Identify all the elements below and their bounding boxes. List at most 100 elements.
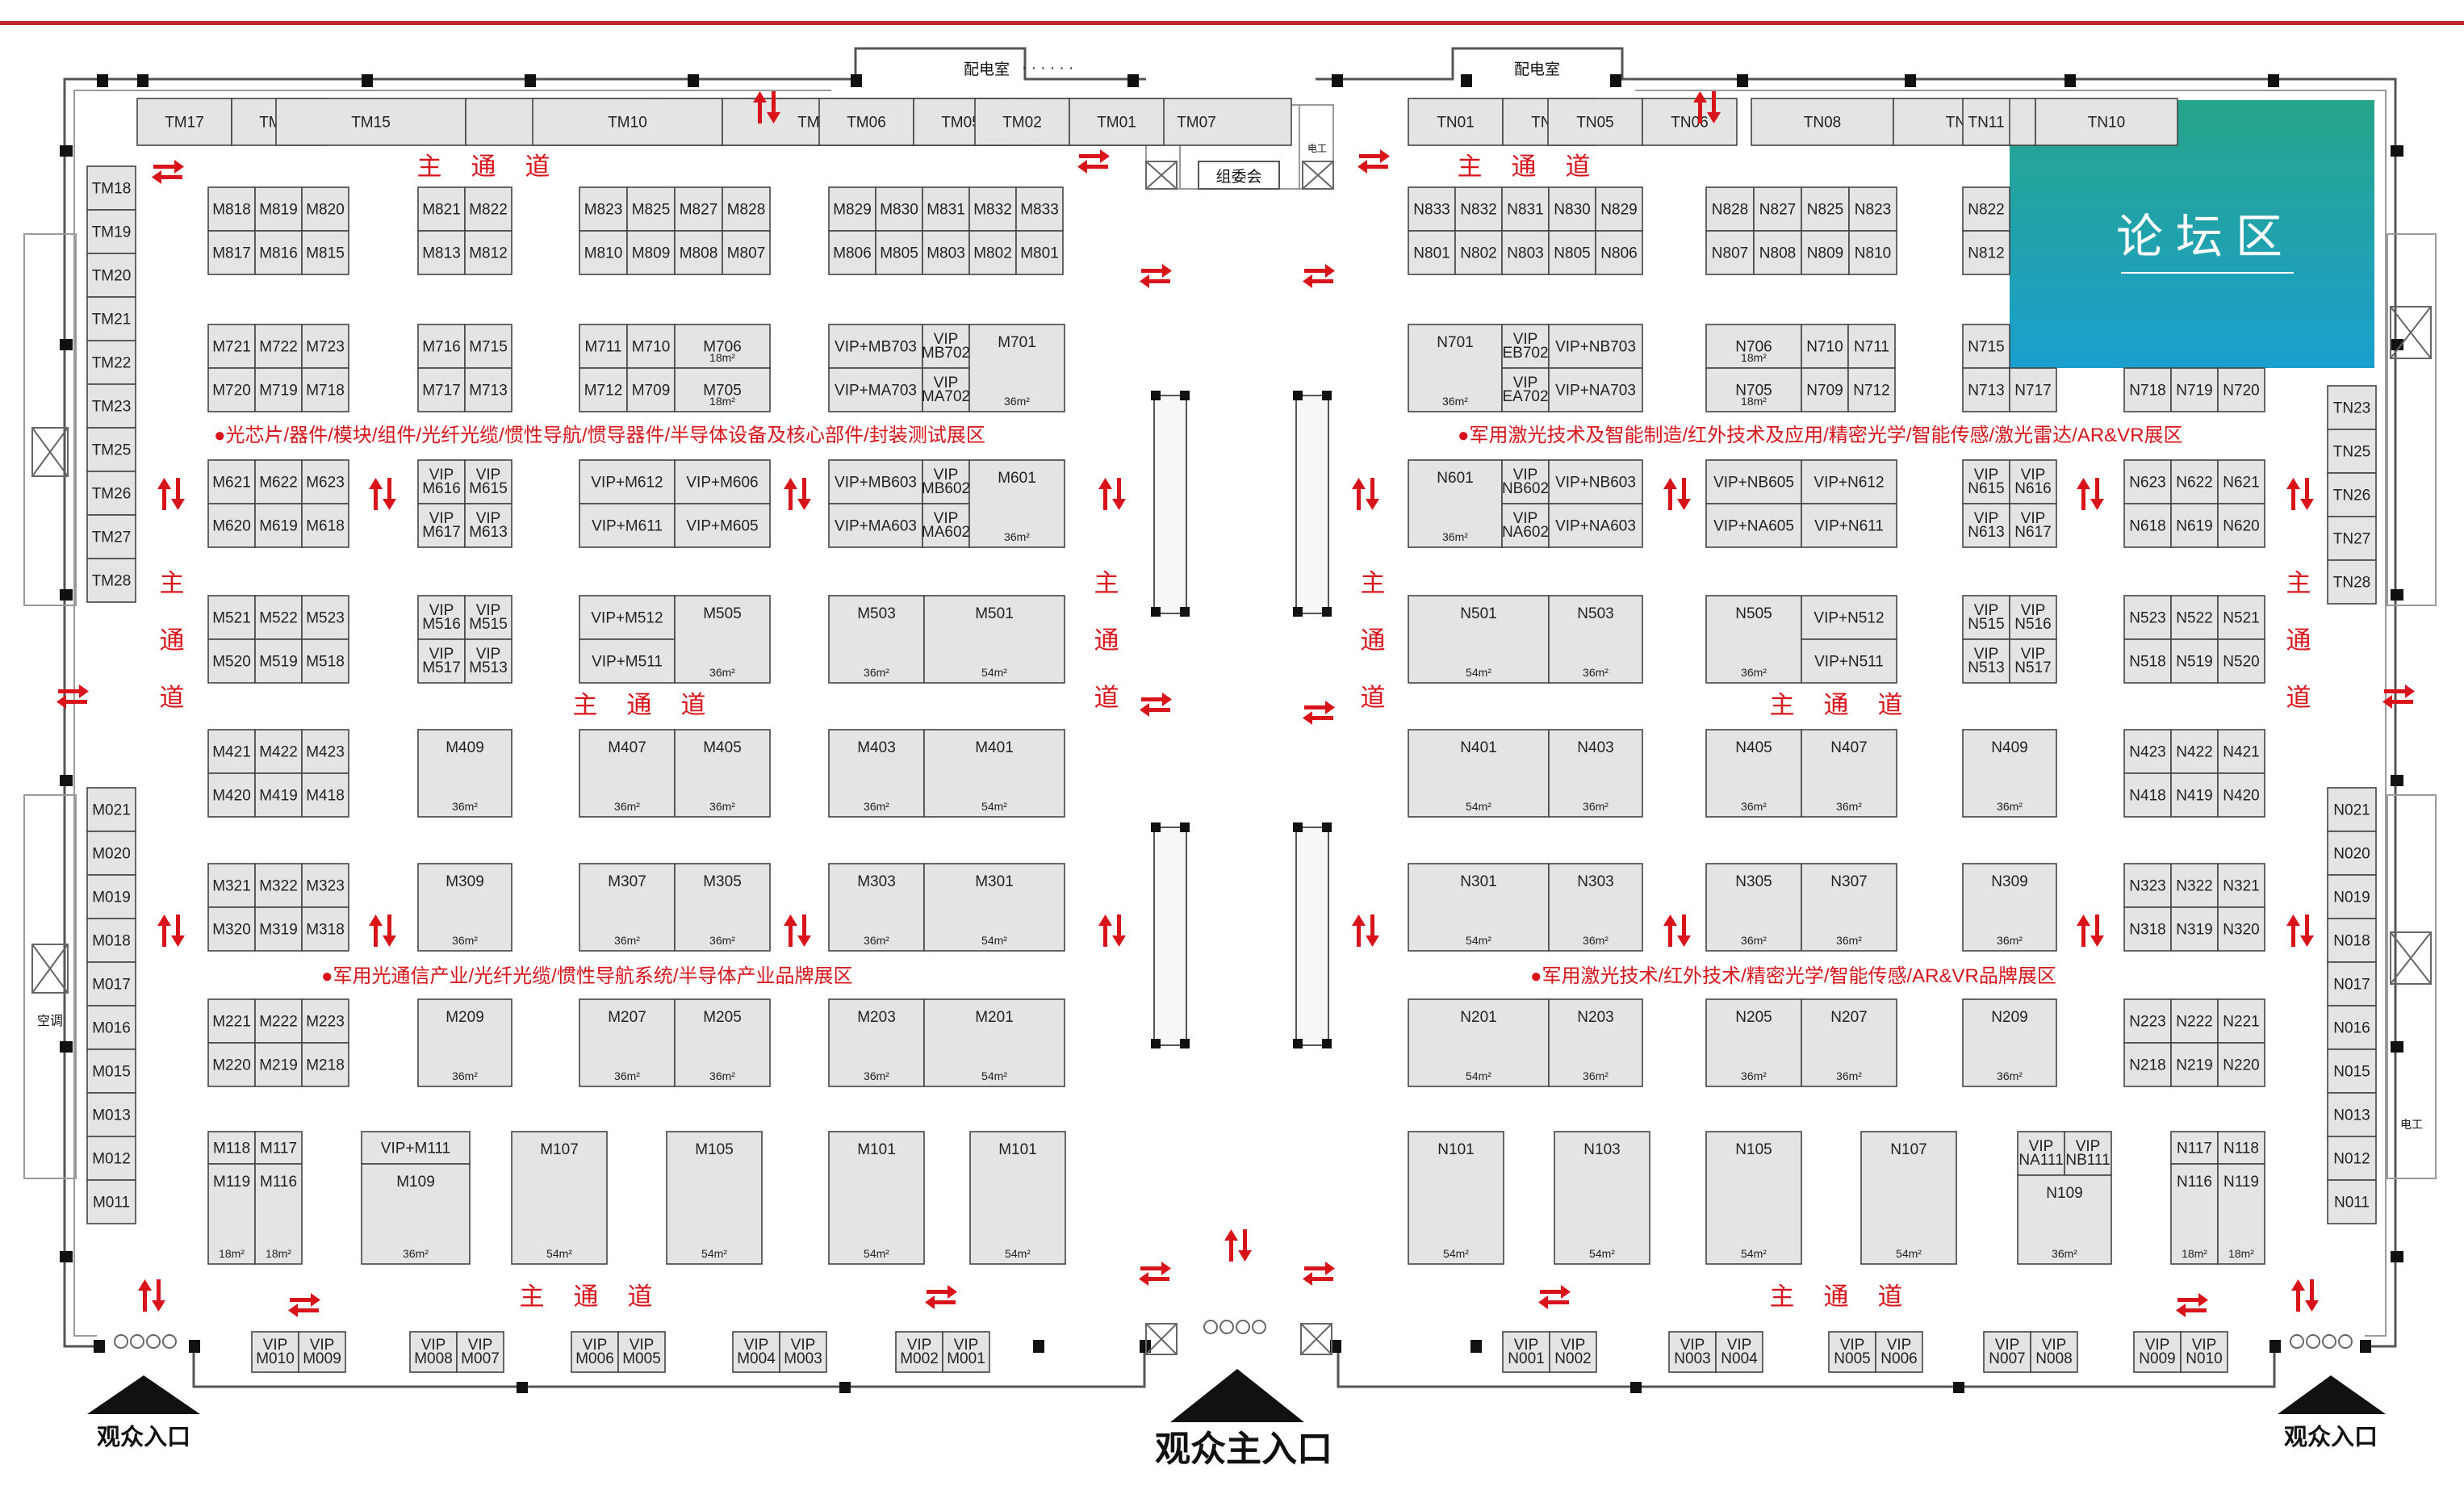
booth-vip+na603[interactable]: VIP+NA603	[1548, 503, 1643, 548]
booth-vip+n612[interactable]: VIP+N612	[1801, 459, 1897, 504]
booth-m809[interactable]: M809	[626, 230, 676, 275]
booth-vip+n511[interactable]: VIP+N511	[1801, 638, 1897, 684]
booth-n712[interactable]: N712	[1847, 367, 1896, 412]
booth-m719[interactable]: M719	[254, 367, 303, 412]
booth-m720[interactable]: M720	[207, 367, 256, 412]
booth-tm20[interactable]: TM20	[86, 253, 136, 298]
booth-m713[interactable]: M713	[464, 367, 512, 412]
booth-vip+ma603[interactable]: VIP+MA603	[828, 503, 923, 548]
booth-m710[interactable]: M710	[626, 324, 676, 369]
booth-m825[interactable]: M825	[626, 186, 676, 232]
booth-n810[interactable]: N810	[1848, 230, 1897, 275]
booth-n806[interactable]: N806	[1595, 230, 1643, 275]
booth-m801[interactable]: M801	[1015, 230, 1064, 275]
booth-n018[interactable]: N018	[2327, 918, 2377, 963]
booth-m523[interactable]: M523	[301, 595, 349, 640]
booth-m011[interactable]: M011	[86, 1179, 136, 1224]
booth-m803[interactable]: M803	[922, 230, 970, 275]
booth-tm22[interactable]: TM22	[86, 340, 136, 385]
booth-m019[interactable]: M019	[86, 874, 136, 919]
booth-n015[interactable]: N015	[2327, 1048, 2377, 1094]
booth-n523[interactable]: N523	[2123, 595, 2172, 640]
booth-tm28[interactable]: TM28	[86, 558, 136, 603]
booth-n823[interactable]: N823	[1848, 186, 1897, 232]
booth-m709[interactable]: M709	[626, 367, 676, 412]
booth-m716[interactable]: M716	[417, 324, 466, 369]
booth-n713[interactable]: N713	[1962, 367, 2010, 412]
booth-m815[interactable]: M815	[301, 230, 349, 275]
booth-tm15[interactable]: TM15	[275, 98, 466, 146]
booth-n520[interactable]: N520	[2217, 638, 2265, 684]
booth-n322[interactable]: N322	[2170, 863, 2219, 908]
booth-m318[interactable]: M318	[301, 906, 349, 952]
booth-vip+n611[interactable]: VIP+N611	[1801, 503, 1897, 548]
booth-tm21[interactable]: TM21	[86, 296, 136, 341]
booth-m620[interactable]: M620	[207, 503, 256, 548]
booth-m221[interactable]: M221	[207, 998, 256, 1044]
booth-vip+m612[interactable]: VIP+M612	[579, 459, 676, 504]
booth-tn01[interactable]: TN01	[1408, 98, 1504, 146]
booth-m722[interactable]: M722	[254, 324, 303, 369]
booth-n519[interactable]: N519	[2170, 638, 2219, 684]
booth-n802[interactable]: N802	[1454, 230, 1503, 275]
booth-vip+m111[interactable]: VIP+M111	[361, 1131, 471, 1165]
booth-m813[interactable]: M813	[417, 230, 466, 275]
booth-n323[interactable]: N323	[2123, 863, 2172, 908]
booth-m810[interactable]: M810	[579, 230, 628, 275]
booth-n418[interactable]: N418	[2123, 772, 2172, 818]
booth-m833[interactable]: M833	[1015, 186, 1064, 232]
booth-tm18[interactable]: TM18	[86, 165, 136, 211]
booth-n118[interactable]: N118	[2217, 1131, 2265, 1165]
booth-m520[interactable]: M520	[207, 638, 256, 684]
booth-m820[interactable]: M820	[301, 186, 349, 232]
booth-n423[interactable]: N423	[2123, 729, 2172, 774]
booth-m218[interactable]: M218	[301, 1042, 349, 1087]
booth-tn27[interactable]: TN27	[2327, 516, 2377, 561]
booth-m013[interactable]: M013	[86, 1092, 136, 1137]
booth-m830[interactable]: M830	[875, 186, 923, 232]
booth-n117[interactable]: N117	[2170, 1131, 2219, 1165]
booth-m323[interactable]: M323	[301, 863, 349, 908]
booth-n830[interactable]: N830	[1548, 186, 1596, 232]
booth-n803[interactable]: N803	[1501, 230, 1550, 275]
booth-vip+ma703[interactable]: VIP+MA703	[828, 367, 923, 412]
booth-n020[interactable]: N020	[2327, 831, 2377, 876]
booth-n827[interactable]: N827	[1753, 186, 1802, 232]
booth-n809[interactable]: N809	[1801, 230, 1850, 275]
booth-tn11[interactable]: TN11	[1962, 98, 2010, 146]
booth-n711[interactable]: N711	[1847, 324, 1896, 369]
